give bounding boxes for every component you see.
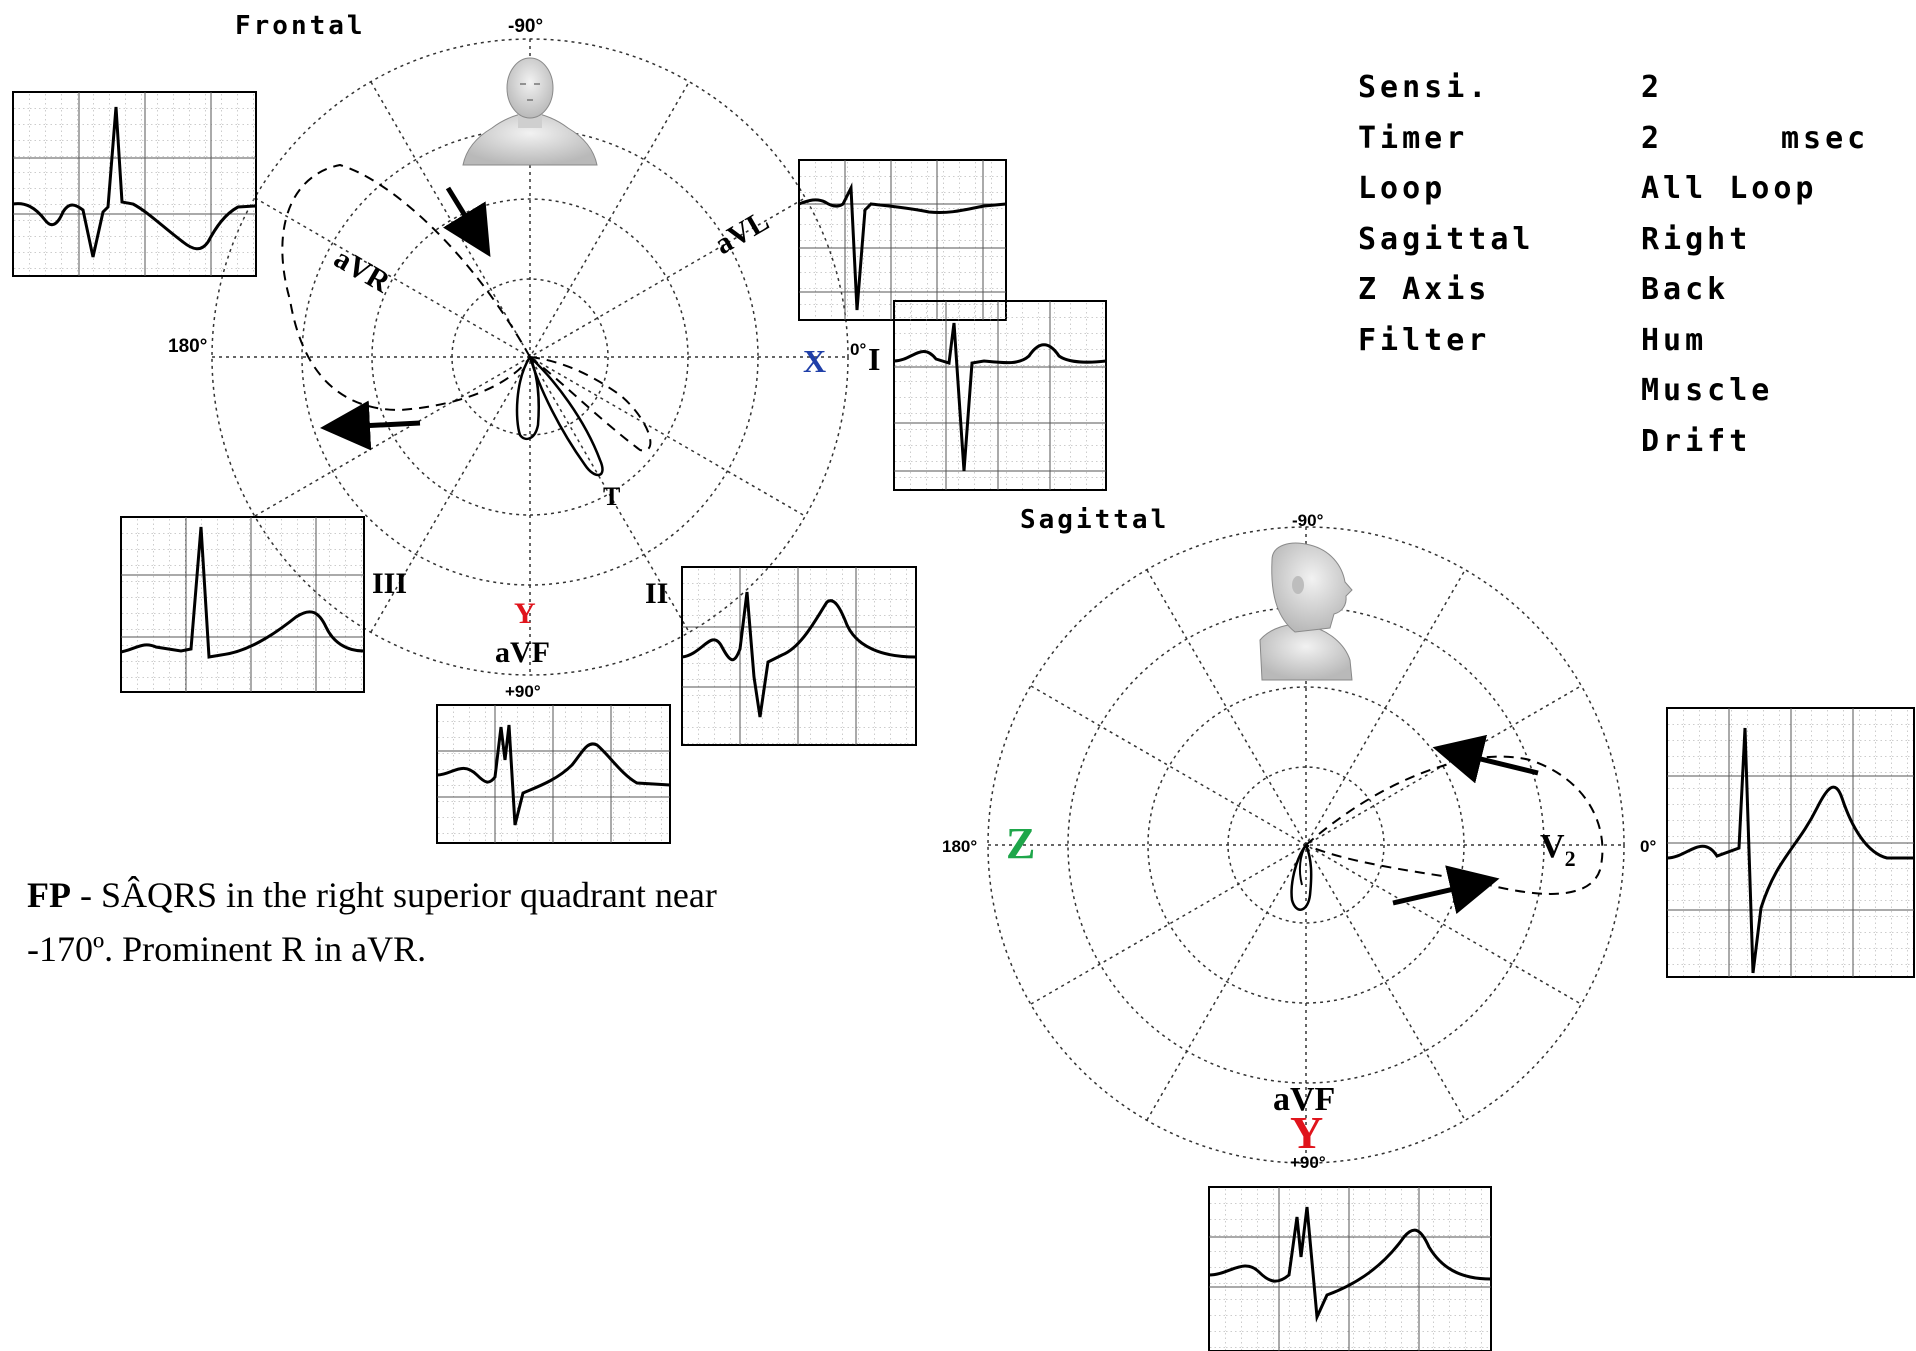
settings-key: Loop: [1358, 171, 1447, 206]
ecg-panel-avf: [436, 704, 671, 844]
sagittal-angle-right: 0°: [1640, 837, 1656, 856]
caption-label: FP: [27, 875, 71, 915]
sagittal-angle-left: 180°: [942, 837, 977, 856]
frontal-lead-avr: aVR: [329, 241, 396, 299]
settings-unit: msec: [1781, 120, 1870, 156]
settings-value: Muscle: [1641, 373, 1774, 408]
settings-value: 2: [1641, 70, 1664, 105]
ecg-panel-ii: [681, 566, 917, 746]
ecg-panel-v2: [1666, 707, 1915, 978]
settings-value: Right: [1641, 221, 1752, 257]
settings-key: Sensi.: [1358, 70, 1491, 105]
settings-value: 2: [1641, 120, 1664, 156]
sagittal-labels: Sagittal -90° 180° Z 0° V2 aVF Y +90°: [942, 505, 1656, 1172]
frontal-lead-t: T: [603, 482, 620, 511]
settings-value: All Loop: [1641, 171, 1818, 206]
sagittal-arrow-upper: [1432, 734, 1539, 784]
sagittal-lead-v2: V2: [1540, 828, 1576, 871]
ecg-panel-i: [893, 300, 1107, 491]
front-head-icon: [462, 57, 598, 166]
frontal-vector-loops: [281, 163, 652, 477]
frontal-arrow-left: [320, 400, 421, 451]
settings-value: Hum: [1641, 322, 1708, 358]
frontal-lead-avf: aVF: [495, 636, 550, 669]
frontal-angle-left: 180°: [168, 336, 207, 357]
sagittal-plane: Sagittal -90° 180° Z 0° V2 aVF Y +90°: [942, 505, 1656, 1172]
settings-value: Drift: [1641, 423, 1752, 459]
sagittal-axis-z: Z: [1006, 819, 1035, 868]
sagittal-arrow-lower: [1392, 865, 1500, 915]
frontal-lead-ii: II: [645, 577, 668, 610]
ecg-panel-avl: [798, 159, 1007, 321]
caption-text: - SÂQRS in the right superior quadrant n…: [27, 875, 717, 969]
sagittal-angle-top: -90°: [1292, 511, 1324, 530]
sagittal-title: Sagittal: [1020, 505, 1169, 535]
frontal-ring-outer: [211, 38, 849, 676]
frontal-lead-avl: aVL: [709, 204, 775, 261]
frontal-axis-y: Y: [514, 597, 536, 630]
sagittal-vector-loops: [1290, 734, 1604, 915]
settings-value: Back: [1641, 272, 1730, 307]
frontal-angle-right: 0°: [850, 340, 866, 359]
frontal-lead-iii: III: [372, 567, 407, 600]
frontal-angle-bottom: +90°: [505, 682, 541, 701]
sagittal-ring-outer: [987, 526, 1625, 1164]
sagittal-lead-avf: aVF: [1273, 1081, 1335, 1118]
settings-key: Z Axis: [1358, 272, 1491, 307]
frontal-plane: Frontal -90° 180° 0° I X aVR aVL T III I…: [168, 11, 880, 701]
settings-key: Timer: [1358, 120, 1469, 156]
frontal-title: Frontal: [235, 11, 366, 41]
frontal-lead-i: I: [868, 341, 880, 377]
ecg-panel-avr: [12, 91, 257, 277]
ecg-panel-sagittal-avf: [1208, 1186, 1492, 1351]
sagittal-axis-y: Y: [1290, 1107, 1323, 1158]
ecg-panel-iii: [120, 516, 365, 693]
settings-key: Sagittal: [1358, 221, 1535, 257]
frontal-labels: Frontal -90° 180° 0° I X aVR aVL T III I…: [168, 11, 880, 701]
frontal-axis-x: X: [803, 343, 826, 379]
settings-key: Filter: [1358, 322, 1491, 358]
profile-head-icon: [1259, 542, 1353, 681]
frontal-arrow-down: [442, 186, 491, 258]
frontal-angle-top: -90°: [508, 16, 543, 37]
figure-caption: FP - SÂQRS in the right superior quadran…: [27, 868, 787, 976]
sagittal-angle-bottom: +90°: [1290, 1153, 1326, 1172]
